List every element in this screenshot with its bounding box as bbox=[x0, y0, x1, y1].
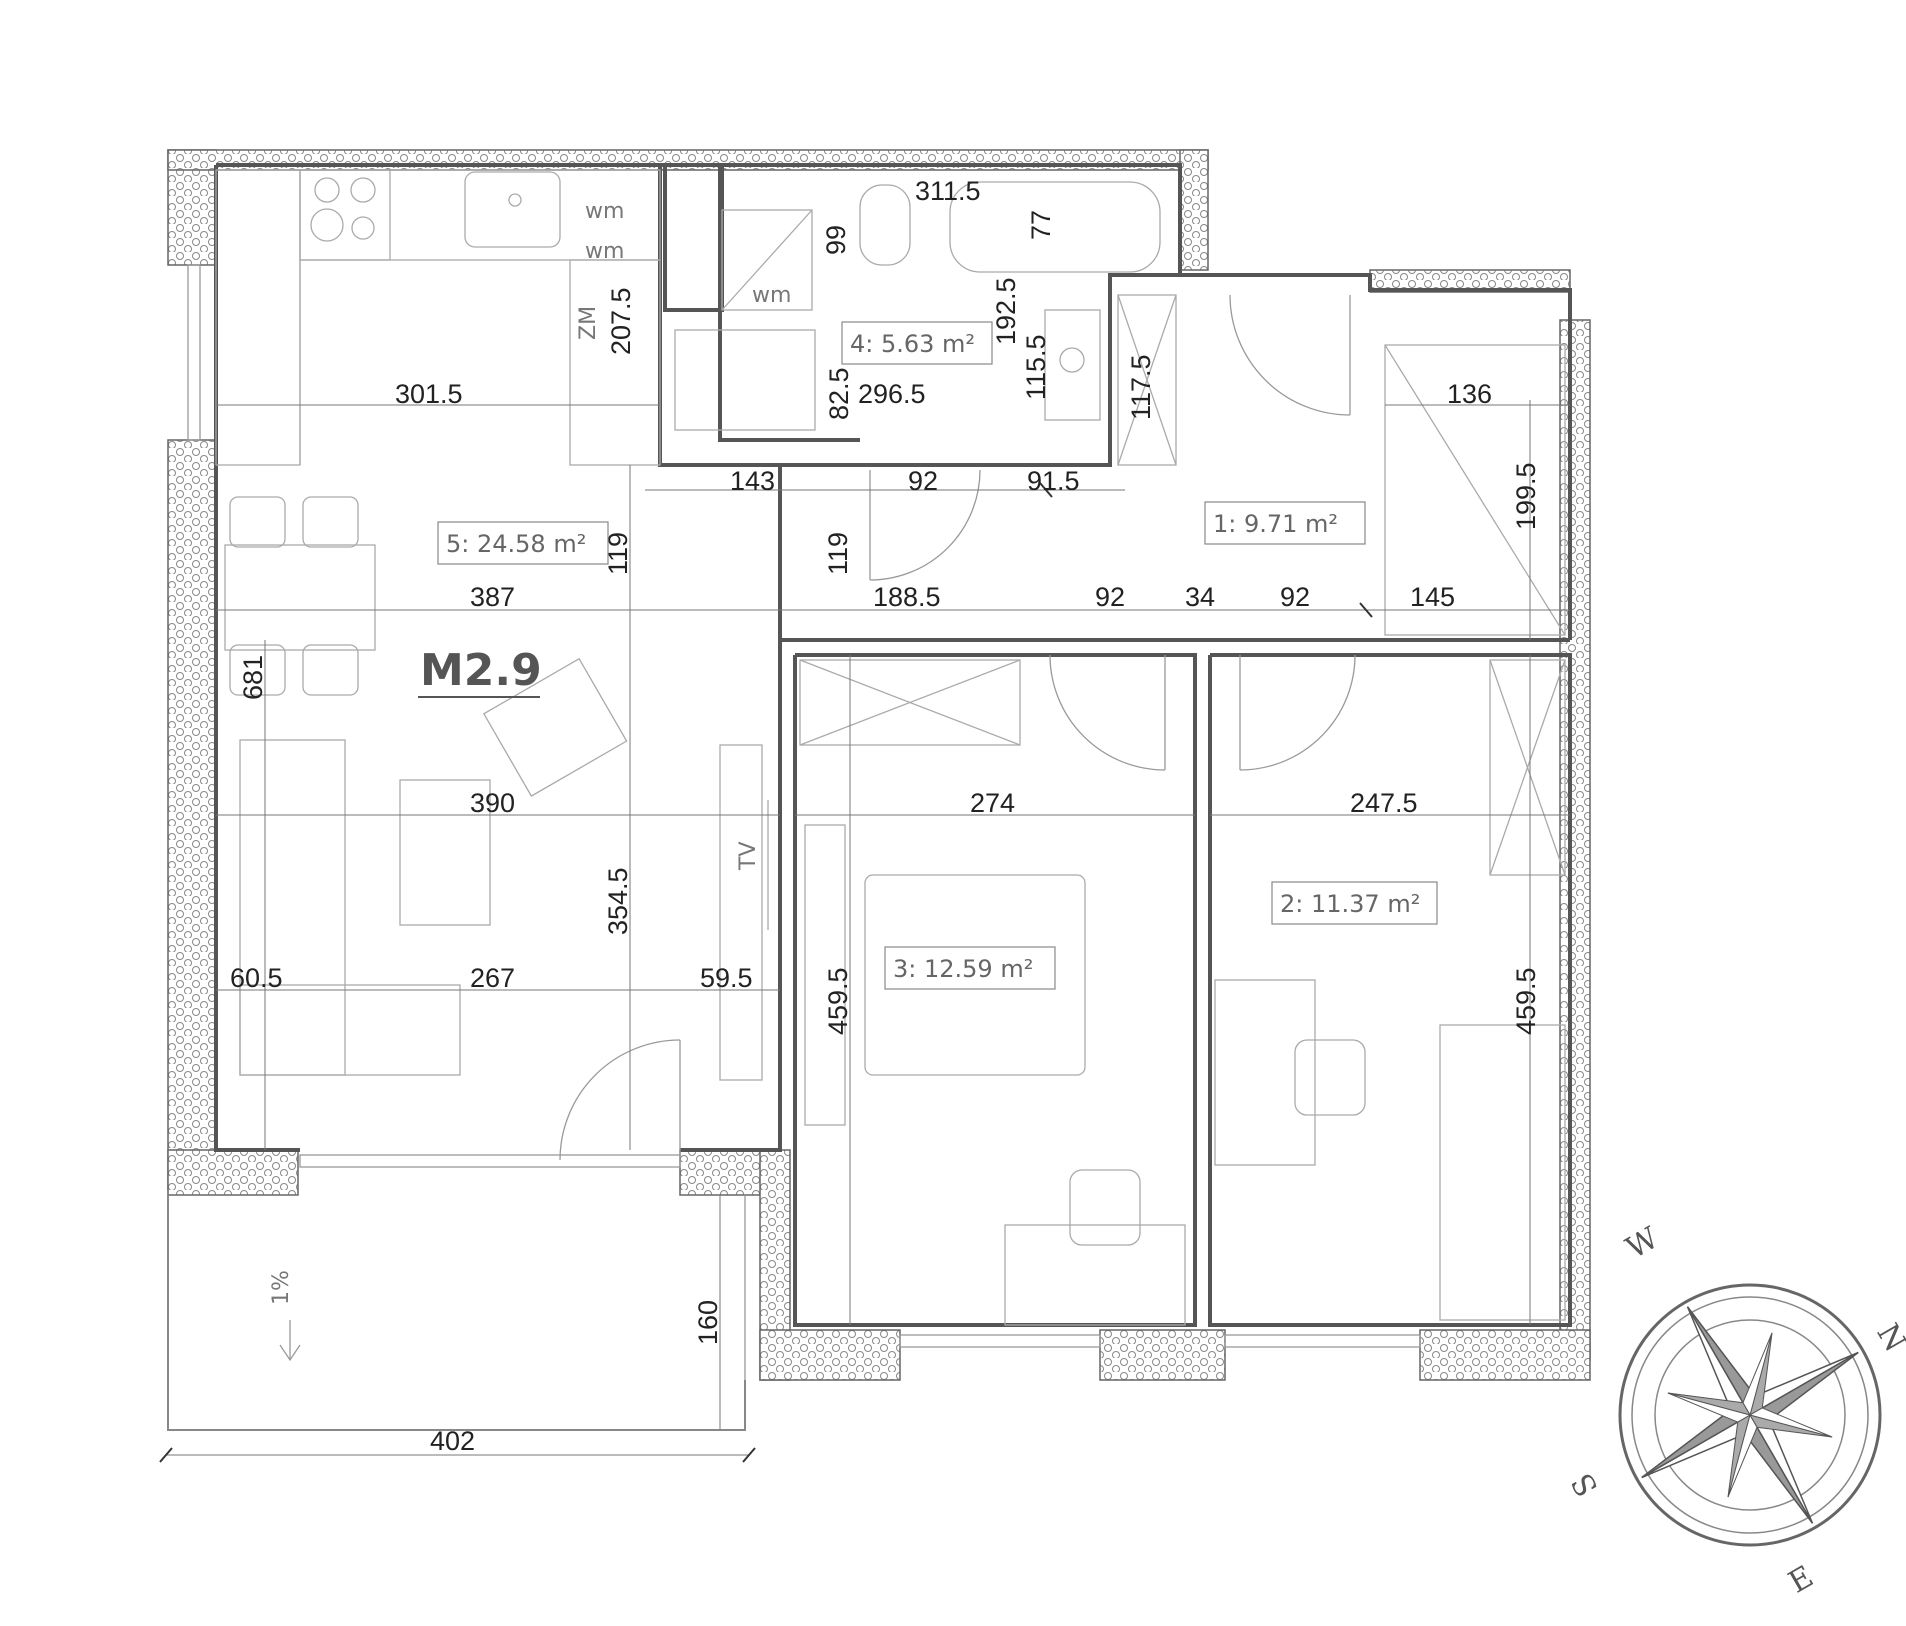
dim-459-5-left: 459.5 bbox=[823, 967, 853, 1035]
wall-lines bbox=[167, 163, 1572, 1431]
dim-459-5-right: 459.5 bbox=[1511, 967, 1541, 1035]
dim-402: 402 bbox=[430, 1426, 475, 1456]
dim-160: 160 bbox=[693, 1300, 723, 1345]
dim-99: 99 bbox=[821, 225, 851, 255]
dimension-labels: 311.5 77 99 207.5 192.5 115.5 82.5 296.5… bbox=[230, 176, 1541, 1456]
dim-311-5: 311.5 bbox=[915, 176, 981, 206]
slope-label: 1% bbox=[269, 1270, 294, 1305]
dim-92-b: 92 bbox=[1280, 582, 1310, 612]
dim-143: 143 bbox=[730, 466, 775, 496]
wm-label-3: wm bbox=[752, 283, 791, 308]
wm-label-2: wm bbox=[585, 239, 624, 264]
dim-92-a: 92 bbox=[1095, 582, 1125, 612]
dim-117-5: 117.5 bbox=[1126, 354, 1156, 420]
fixture-labels: wm wm wm ZM TV 1% bbox=[269, 199, 791, 1305]
compass-rose: W N E S bbox=[1565, 1220, 1906, 1600]
room-3-area: 3: 12.59 m² bbox=[893, 955, 1033, 983]
wm-label-1: wm bbox=[585, 199, 624, 224]
dim-59-5: 59.5 bbox=[700, 963, 753, 993]
dimension-lines bbox=[159, 400, 1570, 1463]
room-1-area: 1: 9.71 m² bbox=[1213, 510, 1338, 538]
dim-247-5: 247.5 bbox=[1350, 788, 1418, 818]
dim-301-5: 301.5 bbox=[395, 379, 463, 409]
dim-296-5: 296.5 bbox=[858, 379, 926, 409]
compass-e-label: E bbox=[1783, 1559, 1819, 1600]
dim-390: 390 bbox=[470, 788, 515, 818]
dim-145: 145 bbox=[1410, 582, 1455, 612]
dim-267: 267 bbox=[470, 963, 515, 993]
dim-207-5: 207.5 bbox=[606, 287, 636, 355]
room-5-area: 5: 24.58 m² bbox=[446, 530, 586, 558]
doors bbox=[559, 294, 1356, 1161]
furniture bbox=[215, 169, 1566, 1362]
dim-60-5: 60.5 bbox=[230, 963, 283, 993]
dim-115-5: 115.5 bbox=[1021, 334, 1051, 400]
tv-label: TV bbox=[736, 842, 761, 872]
compass-s-label: S bbox=[1565, 1467, 1606, 1502]
room-labels: 5: 24.58 m² 4: 5.63 m² 1: 9.71 m² 3: 12.… bbox=[418, 321, 1438, 990]
dim-354-5: 354.5 bbox=[603, 867, 633, 935]
dim-82-5: 82.5 bbox=[824, 367, 854, 420]
windows bbox=[187, 264, 1421, 1348]
dim-119-right: 119 bbox=[823, 532, 853, 575]
dim-199-5: 199.5 bbox=[1511, 462, 1541, 530]
dim-91-5: 91.5 bbox=[1027, 466, 1080, 496]
compass-w-label: W bbox=[1620, 1220, 1664, 1266]
dim-136: 136 bbox=[1447, 379, 1492, 409]
compass-n-label: N bbox=[1869, 1318, 1906, 1358]
dim-77: 77 bbox=[1026, 210, 1056, 240]
room-2-area: 2: 11.37 m² bbox=[1280, 890, 1420, 918]
room-4-area: 4: 5.63 m² bbox=[850, 330, 975, 358]
unit-label: M2.9 bbox=[420, 645, 542, 696]
zm-label: ZM bbox=[576, 306, 601, 340]
dim-681: 681 bbox=[238, 655, 268, 700]
dim-34: 34 bbox=[1185, 582, 1215, 612]
dim-387: 387 bbox=[470, 582, 515, 612]
dim-192-5: 192.5 bbox=[991, 277, 1021, 345]
dim-274: 274 bbox=[970, 788, 1015, 818]
dim-92-top: 92 bbox=[908, 466, 938, 496]
dim-188-5: 188.5 bbox=[873, 582, 941, 612]
